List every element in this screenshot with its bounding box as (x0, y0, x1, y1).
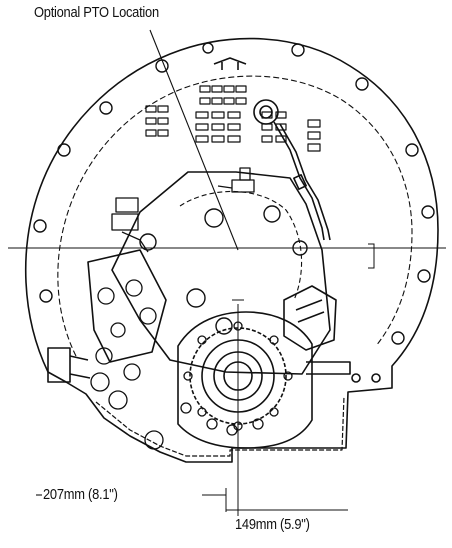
right-bracket (283, 285, 337, 351)
connector-cluster (111, 167, 255, 253)
perimeter-bolts (33, 42, 435, 345)
pto-location-label: Optional PTO Location (34, 4, 159, 21)
fill-tube (273, 121, 325, 241)
oil-pan (95, 395, 345, 457)
pto-pad (87, 249, 167, 363)
dimension-149mm-label: 149mm (5.9") (235, 516, 310, 533)
housing-outline (24, 37, 439, 463)
output-housing (177, 311, 313, 449)
pto-leader (149, 29, 239, 251)
right-tick (368, 243, 375, 269)
inner-flange (57, 75, 413, 357)
top-bracket (213, 57, 247, 70)
output-bolts (180, 321, 293, 436)
control-module (111, 171, 331, 375)
left-mount-tab (47, 347, 71, 383)
dimension-lines (36, 494, 348, 511)
centerlines (8, 243, 446, 516)
valve-port-grid (145, 85, 321, 152)
dimension-207mm-label: 207mm (8.1") (43, 486, 118, 503)
filler-boss (253, 99, 279, 125)
